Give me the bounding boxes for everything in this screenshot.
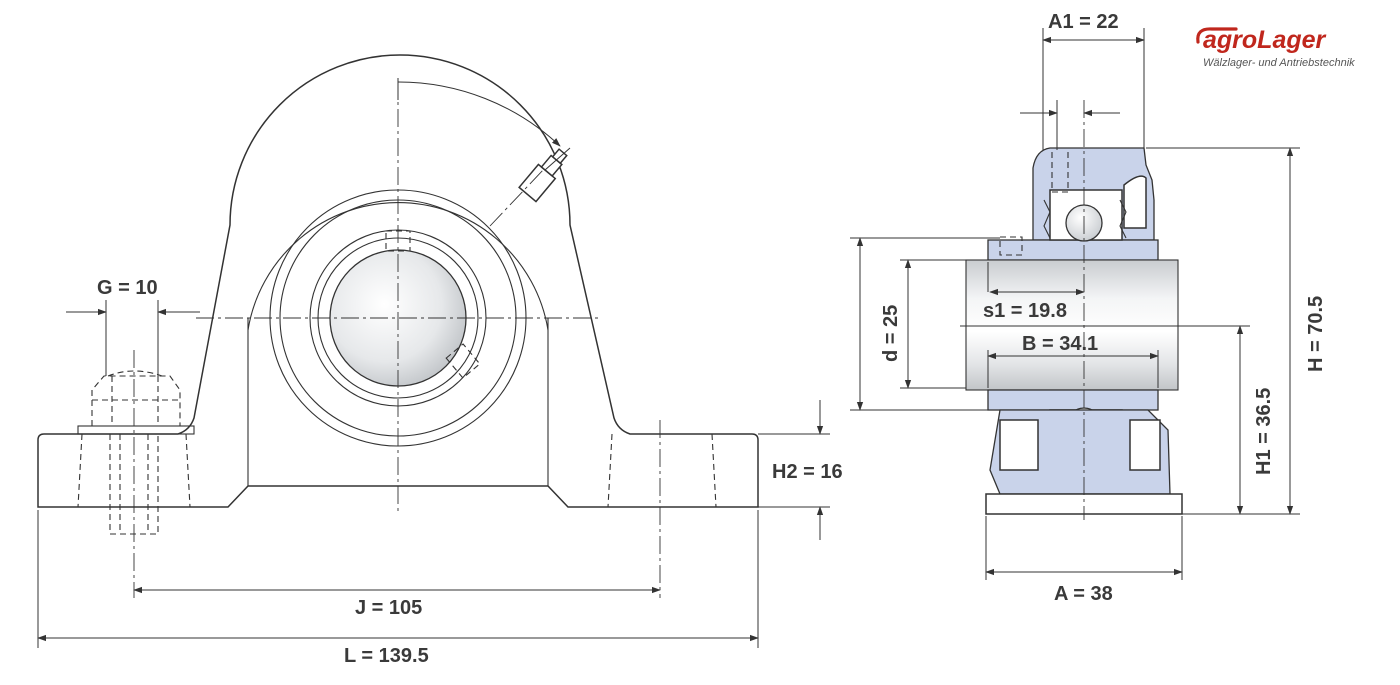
logo-tagline-text: Wälzlager- und Antriebstechnik <box>1203 57 1355 69</box>
dim-H2: H2 = 16 <box>758 400 843 540</box>
dim-G: G = 10 <box>66 277 200 376</box>
dim-d: d = 25 <box>850 237 1000 411</box>
side-view <box>965 100 1183 520</box>
dim-label-d: d = 25 <box>880 305 902 362</box>
dim-L: L = 139.5 <box>37 510 759 667</box>
dim-A: A = 38 <box>985 516 1183 605</box>
dim-label-B: B = 34.1 <box>1022 333 1098 355</box>
brand-logo: agroLager Wälzlager- und Antriebstechnik <box>1196 26 1355 69</box>
dim-label-H2: H2 = 16 <box>772 461 843 483</box>
dim-s1-arrows <box>1020 100 1120 150</box>
dim-label-L: L = 139.5 <box>344 645 429 667</box>
dim-label-G: G = 10 <box>97 277 158 299</box>
dim-label-A: A = 38 <box>1054 583 1113 605</box>
dim-H: H = 70.5 <box>1146 147 1327 515</box>
dim-label-s1: s1 = 19.8 <box>983 300 1067 322</box>
dim-label-H1: H1 = 36.5 <box>1253 388 1275 475</box>
dim-J: J = 105 <box>133 586 661 619</box>
side-shaft <box>965 259 1179 391</box>
logo-swoosh-icon <box>1196 27 1238 44</box>
front-view <box>37 54 759 598</box>
dim-label-J: J = 105 <box>355 597 422 619</box>
dim-label-A1: A1 = 22 <box>1048 11 1119 33</box>
dim-bore <box>900 259 966 389</box>
bolt-icon <box>77 370 195 535</box>
logo-brand-text: agroLager <box>1203 26 1327 54</box>
dim-A1: A1 = 22 <box>1042 11 1145 150</box>
dim-label-H: H = 70.5 <box>1305 296 1327 372</box>
dim-H1: H1 = 36.5 <box>1182 325 1275 515</box>
dim-s1: s1 = 19.8 <box>983 262 1085 322</box>
dim-B: B = 34.1 <box>987 333 1159 388</box>
